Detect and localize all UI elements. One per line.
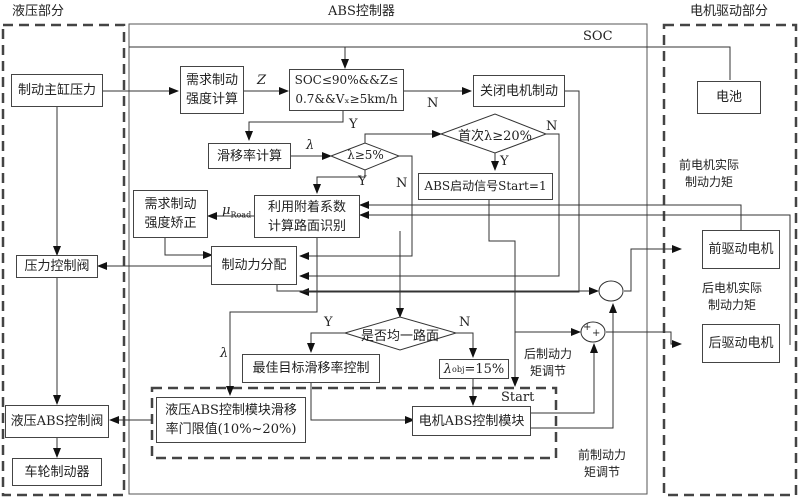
mu-road-label: μRoad — [222, 202, 251, 224]
start-label: Start — [501, 390, 535, 405]
uniform-no-label: N — [459, 315, 471, 330]
battery-block: 电池 — [697, 81, 761, 114]
decision-first-lambda — [439, 113, 548, 154]
uniform-yes-label: Y — [324, 315, 333, 330]
abs-controller-frame — [128, 23, 648, 495]
optimal-slip-control-block: 最佳目标滑移率控制 — [242, 354, 380, 383]
abs-module-dashed-frame — [150, 386, 558, 460]
demand-intensity-calc-block: 需求制动 强度计算 — [180, 66, 244, 114]
motor-section-frame — [662, 23, 798, 497]
front-summing-node — [598, 280, 624, 302]
soc-no-label: N — [427, 96, 439, 111]
brake-force-distribution-block: 制动力分配 — [211, 246, 297, 285]
first-lambda-text: 首次λ≥20% — [457, 129, 533, 144]
rear-motor-torque-label: 后电机实际 制动力矩 — [702, 281, 763, 312]
front-torque-adjust-label: 前制动力 矩调节 — [578, 448, 627, 479]
wheel-brake-block: 车轮制动器 — [12, 458, 102, 486]
motor-abs-module-block: 电机ABS控制模块 — [412, 406, 531, 436]
abs-controller-title: ABS控制器 — [328, 4, 395, 19]
hydraulic-section-title: 液压部分 — [12, 4, 65, 19]
lambda-obj-symbol: λ — [443, 361, 453, 377]
abs-start-signal-block: ABS启动信号Start=1 — [418, 173, 553, 200]
hydraulic-section-frame — [1, 23, 126, 497]
soc-condition-block: SOC≤90%&&Z≤ 0.7&&Vₓ≥5km/h — [289, 69, 404, 111]
first-lambda-yes-label: Y — [500, 154, 509, 169]
lambda-5-text: λ≥5% — [347, 148, 384, 162]
soc-label: SOC — [583, 29, 613, 44]
lambda-obj-value: =15% — [464, 361, 505, 377]
slip-rate-calc-block: 滑移率计算 — [208, 143, 291, 169]
motor-section-title: 电机驱动部分 — [690, 4, 769, 19]
soc-yes-label: Y — [349, 117, 358, 132]
rear-drive-motor-block: 后驱动电机 — [702, 324, 780, 363]
rear-torque-adjust-label: 后制动力 矩调节 — [524, 347, 573, 378]
uniform-road-text: 是否均一路面 — [360, 329, 439, 344]
road-identification-block: 利用附着系数 计算路面识别 — [254, 195, 360, 238]
first-lambda-no-label: N — [546, 119, 558, 134]
lambda-obj-subscript: obj — [452, 364, 465, 374]
master-cylinder-pressure-block: 制动主缸压力 — [11, 74, 103, 107]
sum-plus-a: + — [583, 322, 592, 333]
hydraulic-abs-module-block: 液压ABS控制模块滑移 率门限值(10%~20%) — [156, 397, 306, 443]
hydraulic-abs-valve-block: 液压ABS控制阀 — [5, 405, 109, 438]
decision-uniform-road — [343, 316, 458, 351]
lambda5-yes-label: Y — [358, 174, 367, 189]
close-motor-brake-block: 关闭电机制动 — [473, 75, 565, 107]
mu-subscript: Road — [230, 210, 252, 220]
mu-symbol: μ — [222, 203, 231, 218]
demand-intensity-correction-block: 需求制动 强度矫正 — [133, 190, 208, 238]
lambda-label-slip: λ — [306, 138, 315, 153]
front-drive-motor-block: 前驱动电机 — [702, 230, 780, 269]
sum-plus-b: + — [592, 328, 601, 339]
lambda5-no-label: N — [396, 176, 408, 191]
lambda-label-hydraulic: λ — [220, 346, 229, 361]
front-motor-torque-label: 前电机实际 制动力矩 — [679, 158, 740, 189]
pressure-control-valve-block: 压力控制阀 — [16, 255, 98, 278]
z-label: Z — [257, 73, 267, 88]
rear-summing-node — [580, 321, 606, 343]
decision-lambda-5 — [329, 142, 401, 171]
